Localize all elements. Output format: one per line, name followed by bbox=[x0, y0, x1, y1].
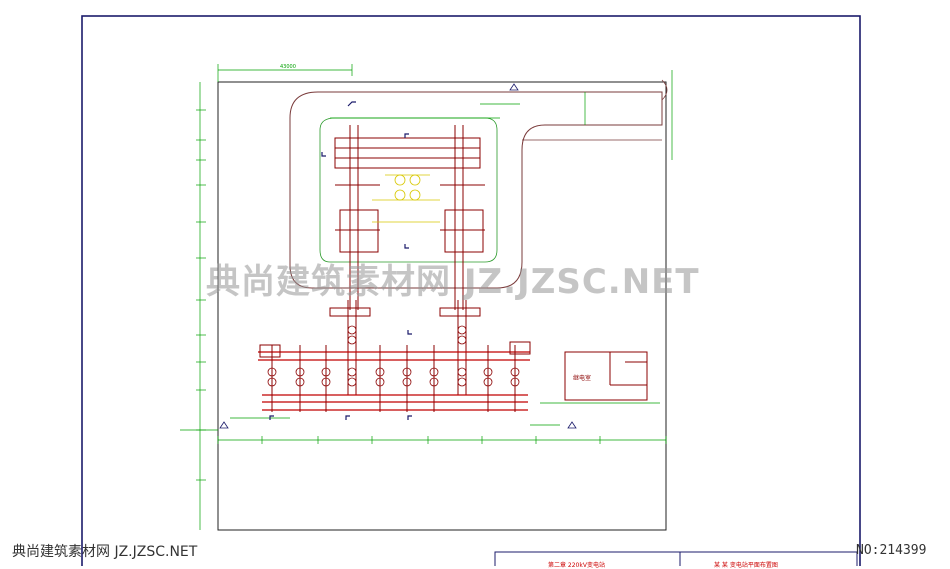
image-code: NO:214399 bbox=[856, 543, 927, 558]
tie-columns bbox=[329, 300, 481, 395]
lower-busbars bbox=[258, 351, 530, 411]
road-entrance bbox=[522, 79, 668, 141]
title-block-right-text: 某 某 变电站平面布置图 bbox=[714, 562, 778, 569]
access-road bbox=[289, 91, 663, 289]
dimension-left bbox=[180, 82, 218, 530]
title-block bbox=[494, 551, 858, 566]
title-block-left-text: 第二章 220kV变电站 bbox=[548, 562, 605, 569]
section-markers bbox=[269, 101, 412, 420]
bay-columns bbox=[259, 341, 531, 412]
control-building bbox=[564, 351, 648, 401]
watermark-main: 典尚建筑素材网 JZ.JZSC.NET bbox=[206, 262, 700, 302]
watermark-bottom-left: 典尚建筑素材网 JZ.JZSC.NET bbox=[12, 544, 198, 560]
site-boundary bbox=[217, 81, 667, 531]
road-inner bbox=[319, 117, 498, 263]
dimension-top bbox=[217, 64, 353, 82]
insulator-strings bbox=[267, 325, 520, 387]
dimension-bottom bbox=[217, 402, 667, 444]
upper-transformer-area bbox=[372, 174, 440, 223]
control-room-label: 继电室 bbox=[573, 374, 591, 382]
level-markers bbox=[219, 83, 577, 429]
drawing-frame bbox=[81, 15, 861, 566]
dimension-right bbox=[330, 70, 673, 160]
upper-switchyard bbox=[334, 125, 485, 310]
dimension-top-label: 43000 bbox=[280, 64, 296, 70]
